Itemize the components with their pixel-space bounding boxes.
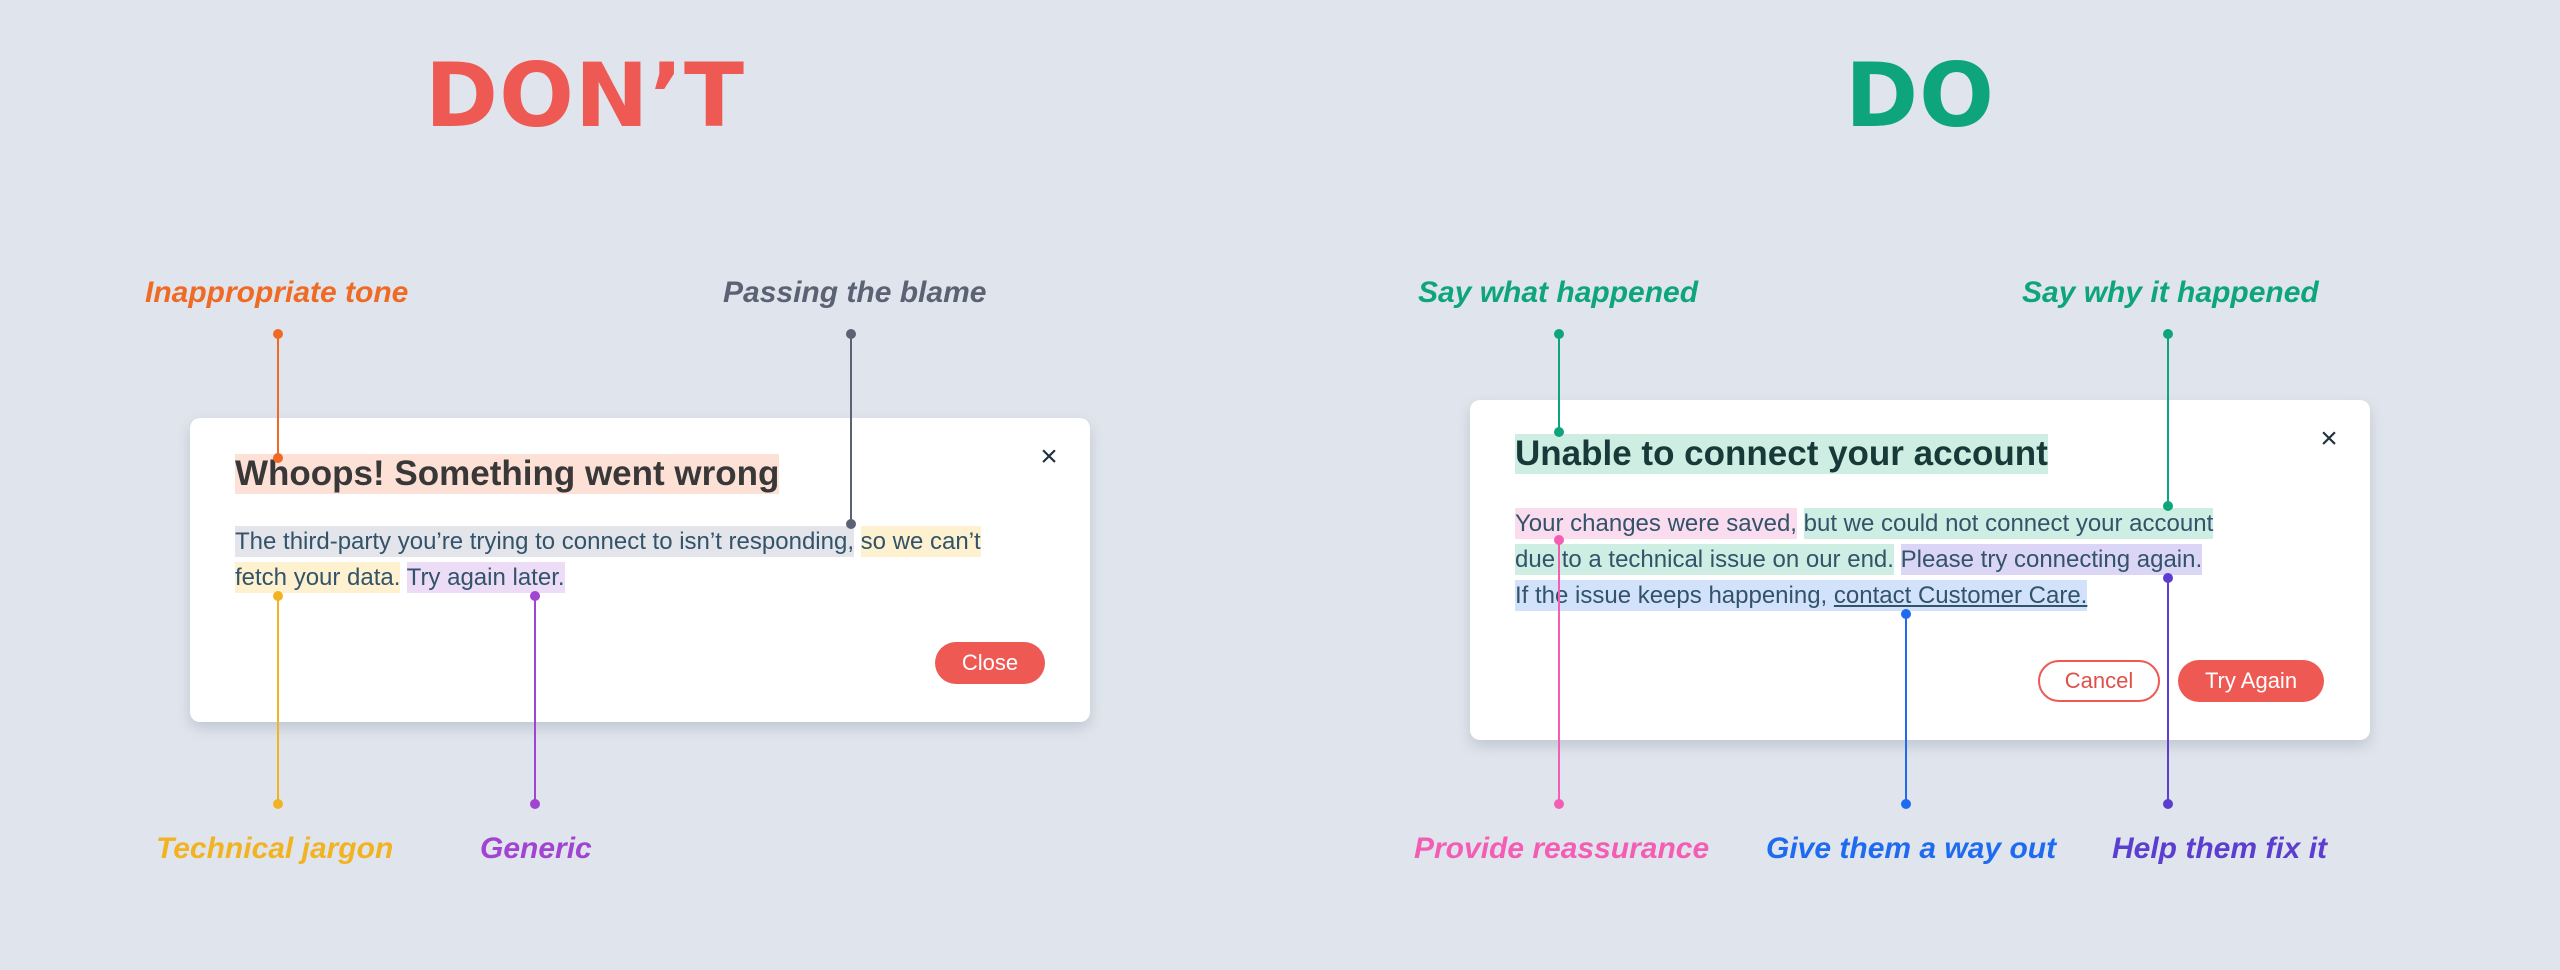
dont-dialog-title: Whoops! Something went wrong [235,454,780,494]
body-jargon-text-2: fetch your data. [235,562,401,593]
dot-jargon-top [273,591,283,601]
do-dialog-body: Your changes were saved, but we could no… [1515,506,2315,614]
dont-dialog-body: The third-party you’re trying to connect… [235,524,1035,596]
dot-reassurance-top [1554,535,1564,545]
body-way-out-text: If the issue keeps happening, [1515,580,1828,611]
do-dialog-title: Unable to connect your account [1515,434,2048,474]
label-give-them-a-way-out: Give them a way out [1766,832,2057,865]
body-why-text: but we could not connect your account [1803,508,2214,539]
dot-why-bottom [2163,501,2173,511]
label-inappropriate-tone: Inappropriate tone [145,276,409,309]
dot-blame-bottom [846,519,856,529]
dot-jargon-bottom [273,799,283,809]
body-generic-text: Try again later. [406,562,565,593]
body-blame-text: The third-party you’re trying to connect… [235,526,854,557]
label-say-why-it-happened: Say why it happened [2022,276,2319,309]
body-fix-text: Please try connecting again. [1900,544,2203,575]
dot-fix-top [2163,573,2173,583]
dot-generic-top [530,591,540,601]
do-heading: DO [1845,44,1995,147]
label-generic: Generic [480,832,592,865]
dot-why-top [2163,329,2173,339]
dot-generic-bottom [530,799,540,809]
body-why-text-2: due to a technical issue on our end. [1515,544,1894,575]
dont-error-dialog: × Whoops! Something went wrong The third… [190,418,1090,722]
label-say-what-happened: Say what happened [1418,276,1699,309]
connector-tone [277,334,279,458]
connector-generic [534,596,536,804]
connector-way-out [1905,614,1907,804]
label-technical-jargon: Technical jargon [156,832,394,865]
cancel-button[interactable]: Cancel [2038,660,2160,702]
connector-fix [2167,578,2169,804]
connector-why [2167,334,2169,506]
connector-jargon [277,596,279,804]
dot-blame-top [846,329,856,339]
connector-what [1558,334,1560,432]
dot-reassurance-bottom [1554,799,1564,809]
connector-reassurance [1558,540,1560,804]
body-jargon-text: so we can’t [860,526,981,557]
label-passing-the-blame: Passing the blame [723,276,987,309]
dot-way-out-top [1901,609,1911,619]
close-button[interactable]: Close [935,642,1045,684]
try-again-button[interactable]: Try Again [2178,660,2324,702]
dot-way-out-bottom [1901,799,1911,809]
dot-fix-bottom [2163,799,2173,809]
contact-customer-care-link[interactable]: contact Customer Care. [1833,580,2088,611]
label-help-them-fix-it: Help them fix it [2112,832,2328,865]
body-reassurance-text: Your changes were saved, [1515,508,1797,539]
dot-what-bottom [1554,427,1564,437]
close-icon[interactable]: × [2320,422,2338,455]
close-icon[interactable]: × [1040,440,1058,473]
dot-tone-top [273,329,283,339]
label-provide-reassurance: Provide reassurance [1414,832,1710,865]
do-error-dialog: × Unable to connect your account Your ch… [1470,400,2370,740]
dot-what-top [1554,329,1564,339]
dot-tone-bottom [273,453,283,463]
dont-heading: DON’T [425,44,745,147]
connector-blame [850,334,852,524]
